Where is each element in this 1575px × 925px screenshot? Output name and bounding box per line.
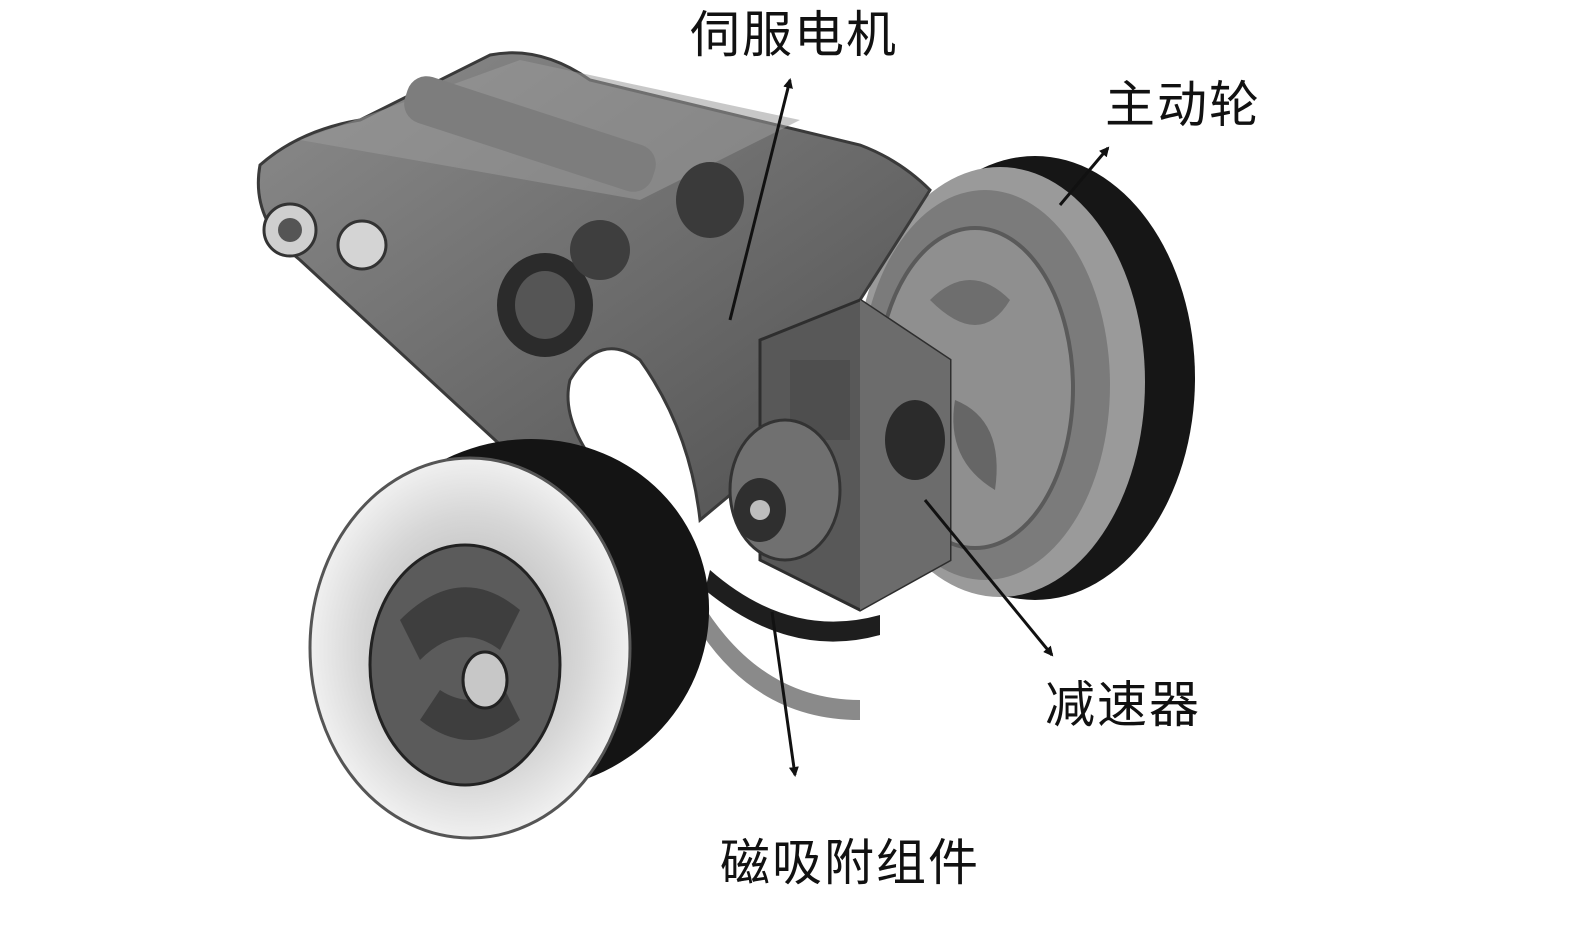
arrow-reducer bbox=[923, 499, 1054, 657]
label-servo-motor: 伺服电机 bbox=[690, 6, 898, 64]
label-drive-wheel: 主动轮 bbox=[1105, 76, 1261, 134]
servo-motor bbox=[728, 418, 842, 562]
leader-arrows bbox=[728, 78, 1110, 777]
arrow-servo-motor bbox=[728, 78, 793, 321]
arrow-magnetic-adsorption bbox=[770, 611, 799, 777]
label-reducer: 减速器 bbox=[1045, 676, 1201, 734]
label-magnetic-adsorption: 磁吸附组件 bbox=[720, 834, 980, 892]
arrow-drive-wheel bbox=[1058, 146, 1110, 206]
front-wheel bbox=[308, 439, 710, 840]
